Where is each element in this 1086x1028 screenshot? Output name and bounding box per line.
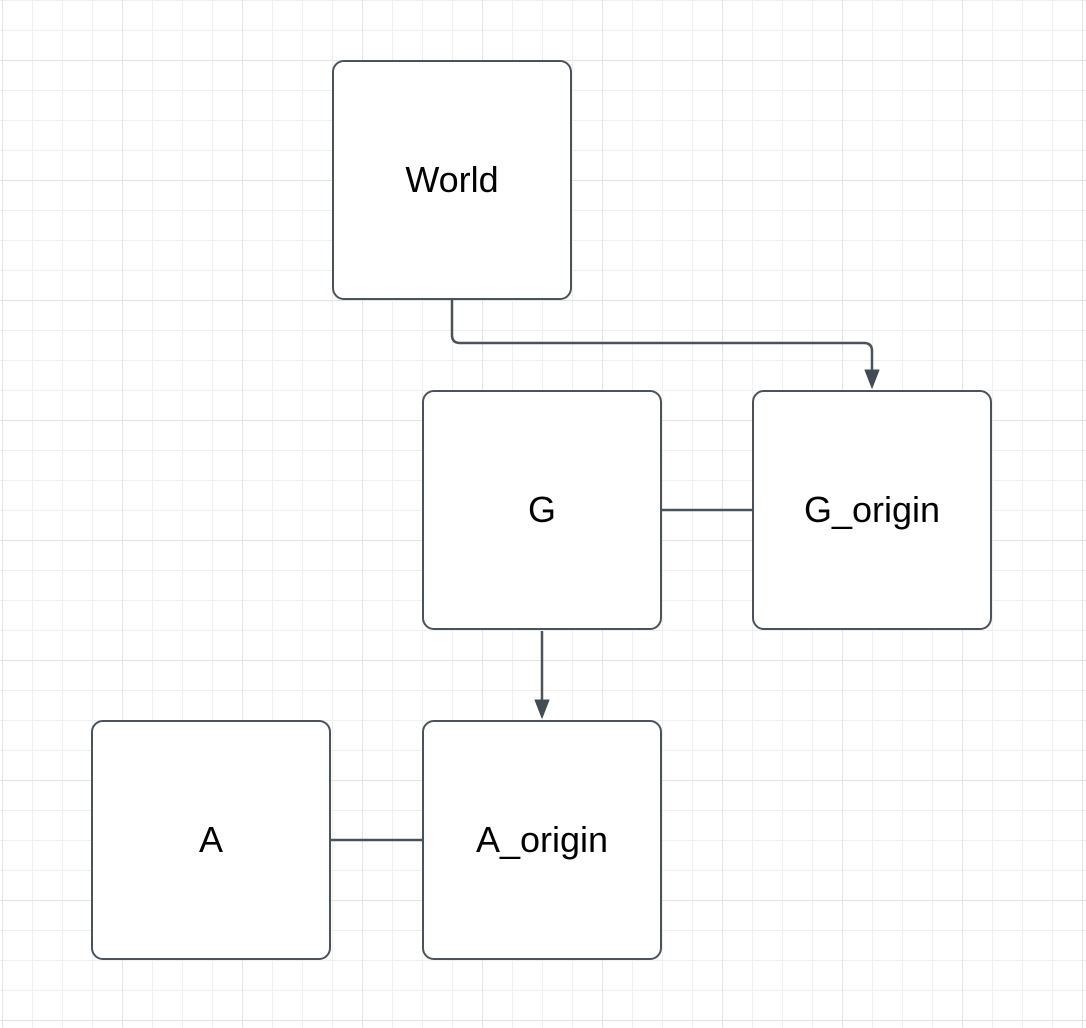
node-g[interactable]: G [422, 390, 662, 630]
edge-g-to-a-origin[interactable] [534, 631, 550, 719]
node-a[interactable]: A [91, 720, 331, 960]
edge-world-to-g-origin[interactable] [450, 300, 880, 389]
arrowhead-icon [534, 699, 550, 719]
node-a-origin[interactable]: A_origin [422, 720, 662, 960]
arrowhead-icon [864, 369, 880, 389]
node-a-label: A [198, 819, 223, 861]
node-g-origin-label: G_origin [803, 489, 941, 531]
node-g-label: G [527, 489, 556, 531]
node-g-origin[interactable]: G_origin [752, 390, 992, 630]
node-world-label: World [405, 159, 499, 201]
node-world[interactable]: World [332, 60, 572, 300]
node-a-origin-label: A_origin [475, 819, 609, 861]
